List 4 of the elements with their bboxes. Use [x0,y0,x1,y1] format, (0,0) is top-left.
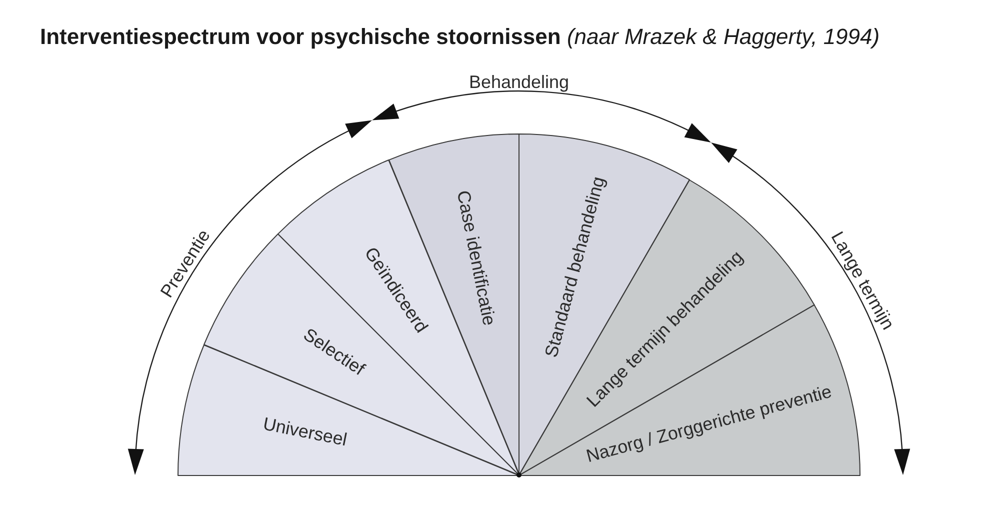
sector-label: Universeel [261,414,349,451]
range-label: Behandeling [468,73,570,93]
sector-label: Case identificatie [452,189,500,328]
diagram-title: Interventiespectrum voor psychische stoornissen (naar Mrazek & Haggerty, 1994) [40,24,880,50]
